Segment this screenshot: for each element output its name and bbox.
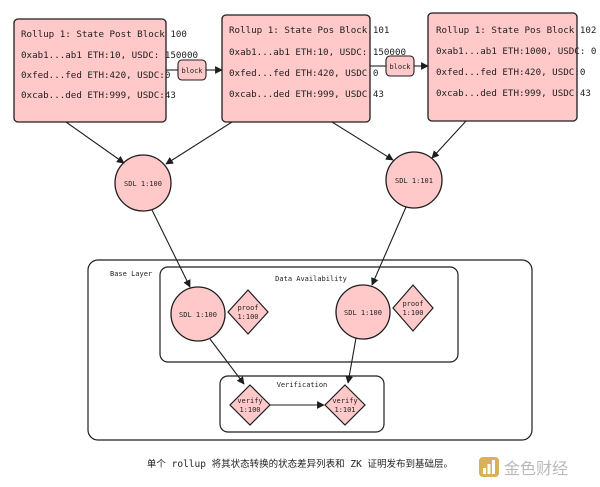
- block-transition-1: block: [177, 59, 207, 81]
- arrow: [331, 121, 394, 161]
- block-line: 0xab1...ab1 ETH:10, USDC: 150000: [229, 47, 406, 58]
- arrow: [209, 338, 245, 385]
- state-block-100: Rollup 1: State Post Block 100 0xab1...a…: [13, 18, 198, 123]
- block-line: 0xfed...fed ETH:420, USDC:0: [21, 70, 170, 81]
- sdl-circle-101: SDL 1:101: [385, 151, 443, 209]
- da-sdl-circle-2: SDL 1:100: [335, 284, 391, 340]
- base-layer: Base Layer: [87, 259, 533, 441]
- verify-id: 1:100: [239, 406, 260, 414]
- watermark-text: 金色财经: [504, 459, 569, 478]
- verification-label: Verification: [277, 381, 328, 389]
- proof-label: proof: [237, 304, 258, 312]
- verify-diamond-1: verify 1:100: [229, 384, 271, 426]
- base-layer-label: Base Layer: [110, 270, 152, 278]
- arrow: [165, 121, 233, 165]
- block-title: Rollup 1: State Pos Block 102: [436, 25, 596, 36]
- block-line: 0xfed...fed ETH:420, USDC:0: [436, 67, 585, 78]
- state-block-102: Rollup 1: State Pos Block 102 0xab1...ab…: [427, 12, 596, 122]
- data-availability-box: Data Availability: [159, 266, 459, 363]
- block-label: block: [389, 63, 411, 71]
- block-title: Rollup 1: State Pos Block 101: [229, 25, 389, 36]
- watermark: 金色财经: [478, 452, 568, 482]
- block-line: 0xcab...ded ETH:999, USDC:43: [21, 90, 176, 101]
- data-availability-label: Data Availability: [275, 275, 347, 283]
- block-label: block: [181, 67, 203, 75]
- arrow: [151, 209, 191, 288]
- arrow: [371, 206, 407, 286]
- verify-diamond-2: verify 1:101: [324, 384, 366, 426]
- sdl-circle-100: SDL 1:100: [114, 154, 172, 212]
- verification-box: Verification: [219, 375, 385, 433]
- proof-diamond-1: proof 1:100: [227, 289, 269, 335]
- proof-diamond-2: proof 1:100: [392, 284, 434, 332]
- figure-caption: 单个 rollup 将其状态转换的状态差异列表和 ZK 证明发布到基础层。: [146, 459, 454, 470]
- da-sdl-circle-1: SDL 1:100: [170, 286, 226, 342]
- block-line: 0xcab...ded ETH:999, USDC:43: [436, 88, 591, 99]
- sdl-label: SDL 1:100: [179, 311, 217, 319]
- block-line: 0xab1...ab1 ETH:10, USDC: 150000: [21, 50, 198, 61]
- proof-id: 1:100: [237, 313, 258, 321]
- proof-id: 1:100: [402, 309, 423, 317]
- proof-label: proof: [402, 300, 423, 308]
- block-title: Rollup 1: State Post Block 100: [21, 29, 187, 40]
- block-line: 0xab1...ab1 ETH:1000, USDC: 0: [436, 46, 596, 57]
- verify-label: verify: [237, 397, 262, 405]
- block-transition-2: block: [385, 55, 415, 77]
- arrow: [65, 121, 125, 164]
- watermark-logo-icon: [479, 457, 499, 477]
- block-line: 0xcab...ded ETH:999, USDC:43: [229, 89, 384, 100]
- arrow: [431, 120, 467, 159]
- sdl-label: SDL 1:100: [124, 180, 162, 188]
- verify-label: verify: [332, 397, 357, 405]
- verify-id: 1:101: [334, 406, 355, 414]
- block-line: 0xfed...fed ETH:420, USDC:0: [229, 68, 378, 79]
- sdl-label: SDL 1:100: [344, 309, 382, 317]
- arrow: [345, 337, 357, 384]
- sdl-label: SDL 1:101: [395, 177, 433, 185]
- state-block-101: Rollup 1: State Pos Block 101 0xab1...ab…: [221, 14, 406, 123]
